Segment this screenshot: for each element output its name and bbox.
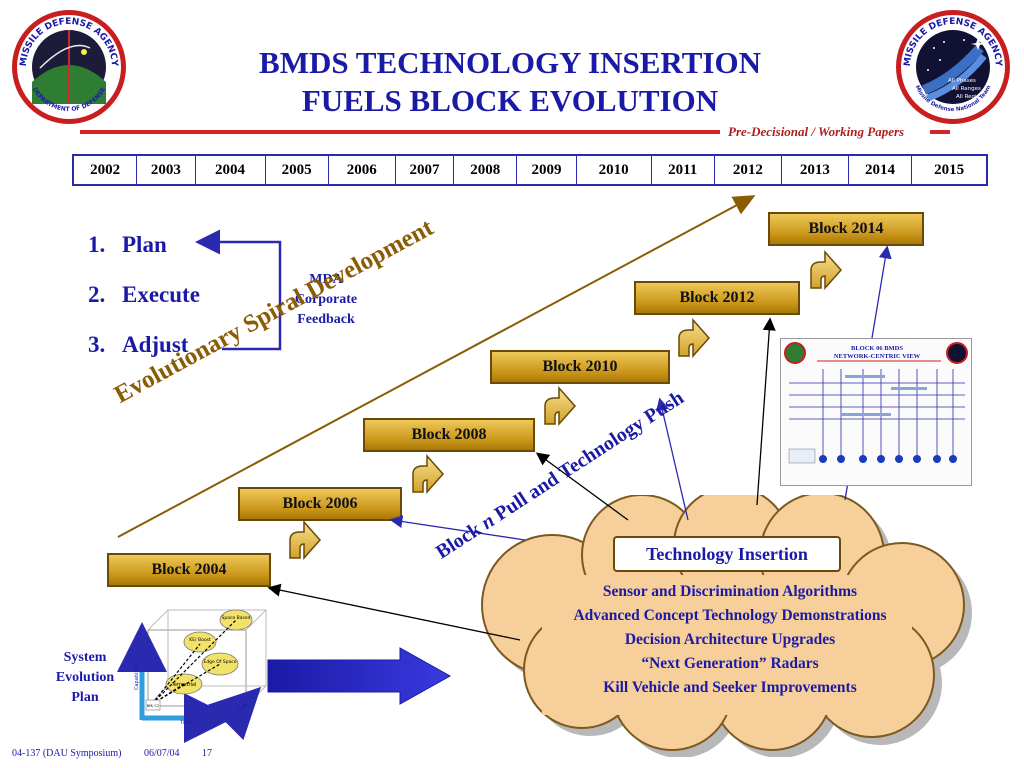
- cube-origin: BM/ C2: [147, 704, 159, 708]
- timeline-year: 2008: [454, 156, 518, 184]
- technology-item: Kill Vehicle and Seeker Improvements: [603, 679, 857, 696]
- timeline-year: 2015: [934, 162, 965, 178]
- push-line-2008: [535, 452, 629, 521]
- cube-node-edge: Edge Of Space: [203, 659, 236, 665]
- timeline-year: 2007: [396, 156, 455, 184]
- system-evolution-cube: BM/ C2 KE/ Boost Space Based Edge Of Spa…: [117, 609, 267, 743]
- step-arrow-1: [289, 520, 322, 560]
- feedback-line: Feedback: [297, 312, 355, 327]
- sysplan-line: Plan: [71, 690, 99, 705]
- cube-node-space: Space Based: [222, 615, 251, 621]
- mda-seal-right: All Phases All Ranges All Regions MISSIL…: [896, 10, 1010, 124]
- block-2014: Block 2014: [768, 212, 924, 246]
- feedback-bracket: [195, 229, 282, 351]
- title-line-1: BMDS TECHNOLOGY INSERTION: [259, 45, 761, 80]
- technology-item: Sensor and Discrimination Algorithms: [602, 583, 858, 600]
- technology-item: Decision Architecture Upgrades: [624, 631, 836, 648]
- timeline-year: 2014: [849, 156, 913, 184]
- slide-title: BMDS TECHNOLOGY INSERTION FUELS BLOCK EV…: [160, 44, 860, 120]
- technology-item: “Next Generation” Radars: [641, 655, 819, 672]
- process-item-number: 1.: [88, 232, 106, 257]
- cube-axis-time: Time: [179, 720, 192, 726]
- process-list: 1. Plan 2. Execute 3. Adjust: [88, 232, 200, 382]
- system-evolution-plan-label: System Evolution Plan: [40, 648, 130, 708]
- push-line-2004: [267, 583, 521, 641]
- timeline-year: 2005: [266, 156, 329, 184]
- year-timeline: 2002 2003 2004 2005 2006 2007 2008 2009 …: [72, 154, 988, 186]
- block-2006: Block 2006: [238, 487, 402, 521]
- cube-node-kei: KE/ Boost: [189, 637, 211, 643]
- footer-date: 06/07/04: [143, 748, 180, 759]
- process-item-label: Execute: [122, 282, 200, 307]
- step-arrow-5: [810, 250, 843, 290]
- process-item: 3. Adjust: [88, 332, 200, 382]
- timeline-year: 2009: [517, 156, 577, 184]
- doc-title-line: BLOCK 06 BMDS: [850, 345, 903, 352]
- doc-title: BLOCK 06 BMDS NETWORK-CENTRIC VIEW: [821, 345, 933, 361]
- doc-diagram: [784, 342, 968, 464]
- seal-right-band-3: All Regions: [956, 94, 986, 100]
- pull-line-2006: [389, 515, 526, 541]
- technology-insertion-title: Technology Insertion: [613, 536, 841, 572]
- seal-right-band-1: All Phases: [948, 78, 976, 84]
- cube-axis-capability: Capability: [134, 665, 140, 690]
- mda-seal-left: MISSILE DEFENSE AGENCY DEPARTMENT OF DEF…: [12, 10, 126, 124]
- step-arrows: [289, 250, 843, 560]
- timeline-year: 2013: [782, 156, 849, 184]
- timeline-year: 2011: [652, 156, 715, 184]
- timeline-year: 2004: [196, 156, 266, 184]
- timeline-year: 2002: [74, 156, 138, 184]
- footer-page: 17: [202, 748, 213, 759]
- block-2012: Block 2012: [634, 281, 800, 315]
- title-line-2: FUELS BLOCK EVOLUTION: [301, 83, 719, 118]
- timeline-year: 2010: [577, 156, 652, 184]
- block-2008: Block 2008: [363, 418, 535, 452]
- block-2004: Block 2004: [107, 553, 271, 587]
- timeline-year: 2003: [137, 156, 196, 184]
- doc-title-line: NETWORK-CENTRIC VIEW: [833, 353, 921, 360]
- classification-marking: Pre-Decisional / Working Papers: [728, 124, 905, 139]
- header-rule-left: [80, 130, 720, 134]
- step-arrow-3: [544, 386, 577, 426]
- timeline-year: 2012: [715, 156, 782, 184]
- feedback-line: MDA: [309, 272, 343, 287]
- network-centric-view-thumbnail: BLOCK 06 BMDS NETWORK-CENTRIC VIEW: [780, 338, 972, 486]
- technology-insertion-list: Sensor and Discrimination Algorithms Adv…: [490, 580, 970, 700]
- sysplan-line: Evolution: [55, 670, 115, 685]
- step-arrow-2: [412, 454, 445, 494]
- process-item: 2. Execute: [88, 282, 200, 332]
- pull-line-2010: [656, 397, 689, 521]
- process-item-label: Plan: [122, 232, 167, 257]
- footer-doc-id: 04-137 (DAU Symposium): [12, 748, 122, 759]
- block-2010: Block 2010: [490, 350, 670, 384]
- seal-right-band-2: All Ranges: [952, 86, 981, 92]
- cube-node-terrestrial: Terrestrial: [171, 682, 197, 688]
- spiral-development-arrow: [117, 195, 756, 538]
- feedback-line: Corporate: [294, 292, 358, 307]
- process-item-label: Adjust: [122, 332, 189, 357]
- sysplan-line: System: [63, 650, 107, 665]
- evolution-plan-arrow: [267, 647, 452, 705]
- step-arrow-4: [678, 318, 711, 358]
- mda-feedback-label: MDA Corporate Feedback: [276, 270, 376, 330]
- timeline-year: 2006: [329, 156, 396, 184]
- push-line-2012: [756, 317, 776, 506]
- process-item: 1. Plan: [88, 232, 200, 282]
- process-item-number: 3.: [88, 332, 106, 357]
- slide-footer: 04-137 (DAU Symposium) 06/07/04 17: [12, 748, 232, 759]
- process-item-number: 2.: [88, 282, 106, 307]
- technology-item: Advanced Concept Technology Demonstratio…: [573, 607, 887, 624]
- header-rule-right: [930, 130, 950, 134]
